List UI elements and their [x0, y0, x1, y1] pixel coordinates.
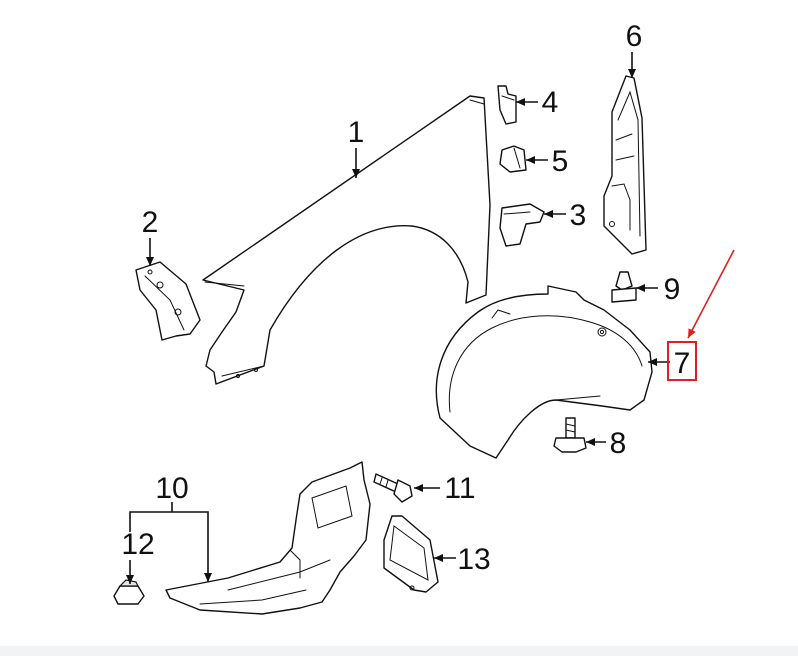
callout-9: 9: [664, 273, 681, 306]
callout-2: 2: [142, 206, 159, 239]
nut-clip-part-12: [113, 579, 145, 605]
callout-11: 11: [444, 472, 475, 505]
access-cover-part-13: [383, 515, 439, 593]
callout-12: 12: [121, 528, 154, 561]
bolt-part-11: [373, 473, 413, 503]
fender-part: [202, 95, 491, 385]
callout-6: 6: [626, 20, 643, 53]
callout-7: 7: [674, 347, 691, 380]
leader-bracket-10: [129, 511, 212, 582]
callout-5: 5: [552, 145, 569, 178]
callout-8: 8: [610, 427, 627, 460]
callout-1: 1: [348, 116, 365, 149]
highlight-box: [667, 341, 697, 381]
splash-guard-part: [499, 203, 545, 247]
bolt-part-8: [553, 417, 587, 453]
push-clip-part-9: [611, 271, 637, 303]
footer-bar: [0, 646, 798, 656]
splash-shield-part-10: [165, 461, 371, 615]
highlight-arrow: [687, 249, 735, 339]
callout-4: 4: [542, 86, 559, 119]
fender-seal-part-6: [603, 75, 647, 255]
callout-10: 10: [155, 472, 188, 505]
fender-liner-part: [435, 285, 653, 459]
fender-bracket-part: [135, 261, 201, 341]
seal-part-5: [499, 145, 527, 173]
callout-3: 3: [570, 199, 587, 232]
callout-13: 13: [457, 543, 490, 576]
clip-part-4: [497, 85, 517, 125]
